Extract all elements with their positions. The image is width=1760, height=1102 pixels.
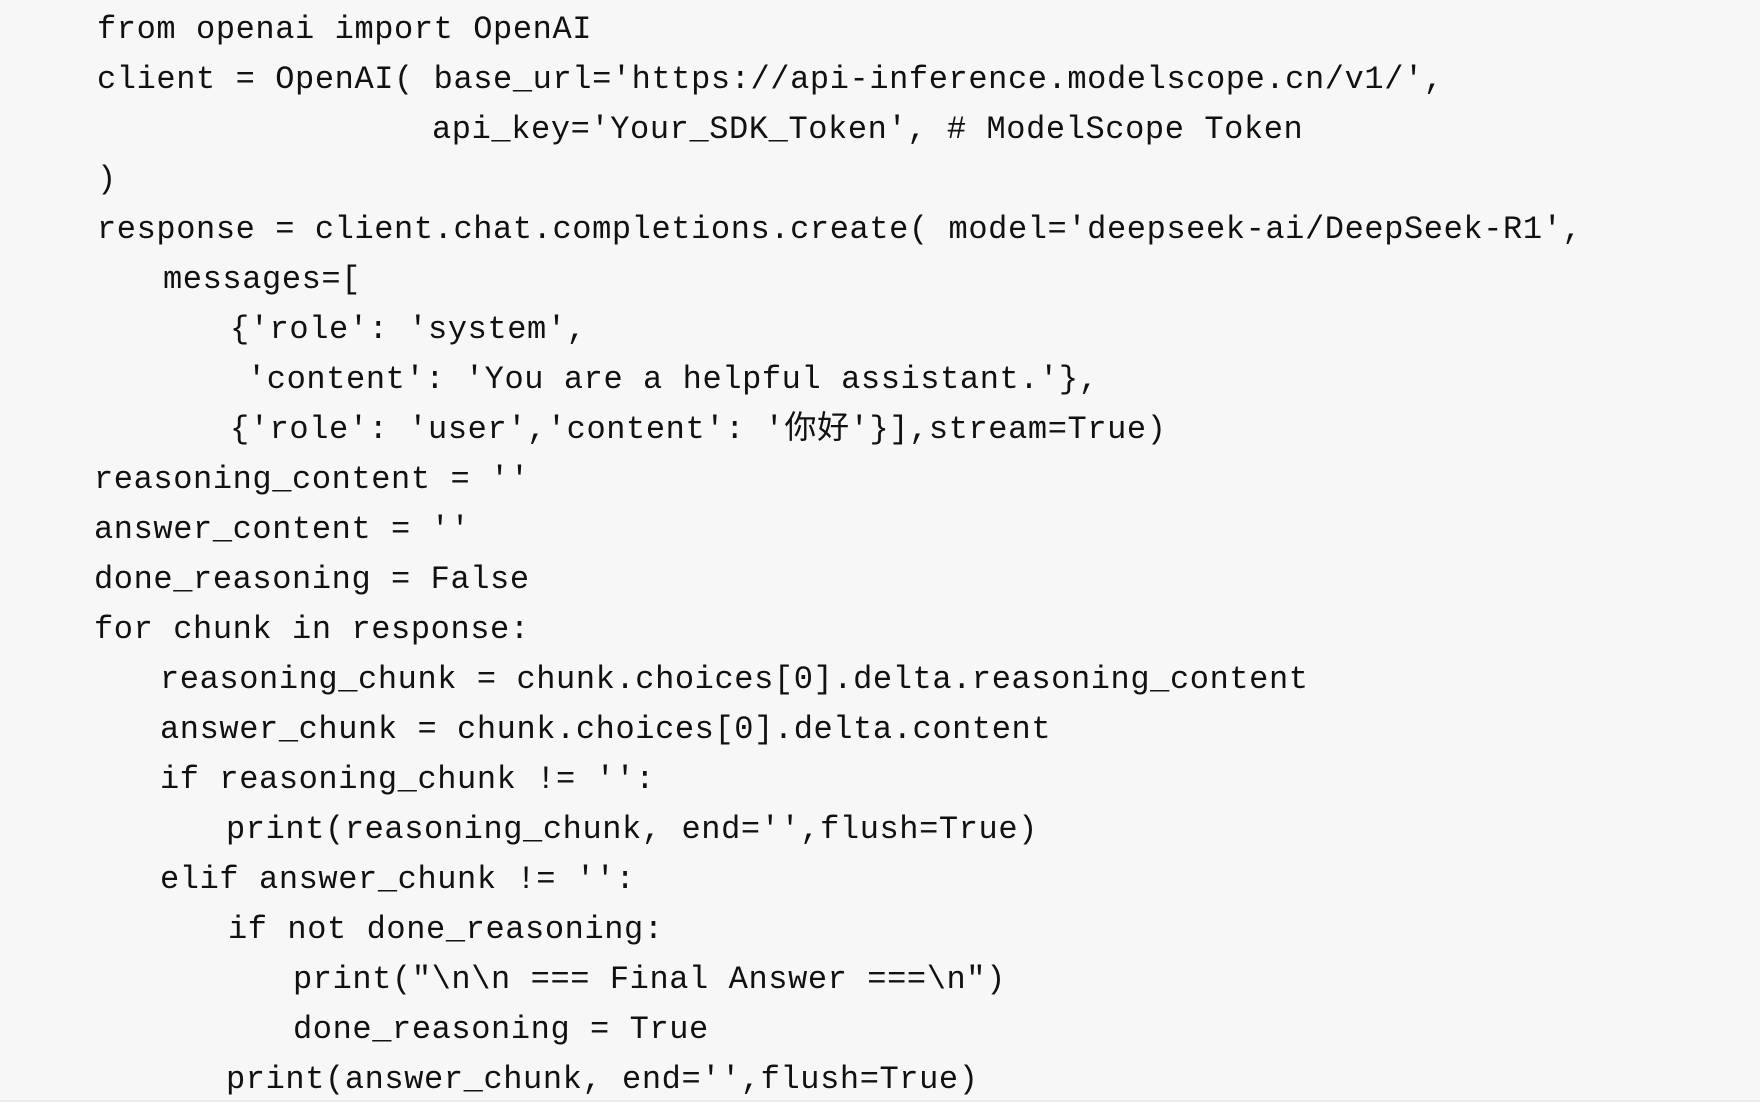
code-line-22: print(answer_chunk, end='',flush=True) (226, 1061, 979, 1098)
code-line-10: reasoning_content = '' (94, 461, 530, 498)
code-line-18: elif answer_chunk != '': (160, 861, 636, 898)
code-line-13: for chunk in response: (94, 611, 530, 648)
code-line-7: {'role': 'system', (230, 311, 587, 348)
code-line-21: done_reasoning = True (293, 1011, 709, 1048)
code-line-12: done_reasoning = False (94, 561, 530, 598)
code-line-4: ) (97, 161, 117, 198)
code-line-11: answer_content = '' (94, 511, 471, 548)
code-line-9: {'role': 'user','content': '你好'}],stream… (230, 411, 1167, 448)
code-line-3: api_key='Your_SDK_Token', # ModelScope T… (432, 111, 1304, 148)
code-line-19: if not done_reasoning: (228, 911, 664, 948)
code-line-17: print(reasoning_chunk, end='',flush=True… (226, 811, 1038, 848)
code-line-20: print("\n\n === Final Answer ===\n") (293, 961, 1006, 998)
code-line-16: if reasoning_chunk != '': (160, 761, 656, 798)
code-line-2: client = OpenAI( base_url='https://api-i… (97, 61, 1444, 98)
code-line-15: answer_chunk = chunk.choices[0].delta.co… (160, 711, 1052, 748)
code-line-1: from openai import OpenAI (97, 11, 593, 48)
code-line-5: response = client.chat.completions.creat… (97, 211, 1583, 248)
code-line-6: messages=[ (163, 261, 362, 298)
code-line-14: reasoning_chunk = chunk.choices[0].delta… (160, 661, 1309, 698)
code-line-8: 'content': 'You are a helpful assistant.… (247, 361, 1099, 398)
